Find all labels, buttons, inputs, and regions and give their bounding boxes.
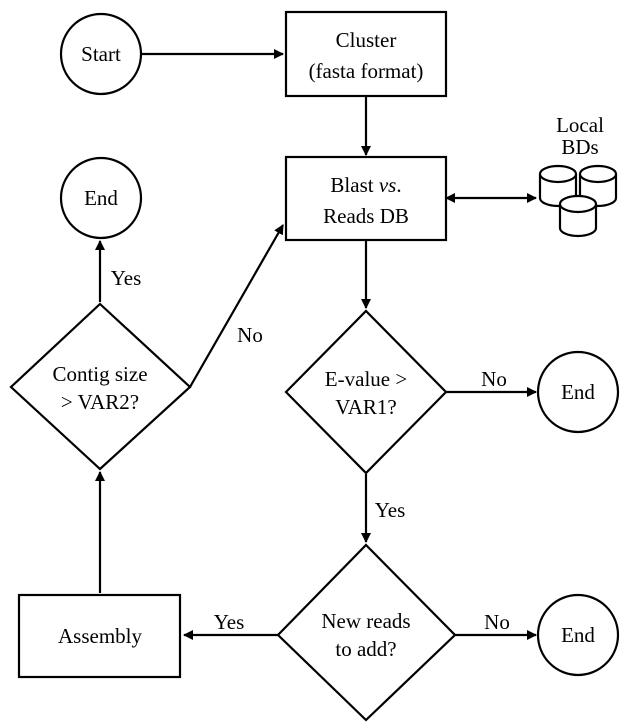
end-node-top: End xyxy=(59,156,143,240)
end-new-reads-label: End xyxy=(561,623,595,647)
evalue-label-line2: VAR1? xyxy=(335,395,396,419)
evalue-label-line1: E-value > xyxy=(325,367,407,391)
cluster-label-line2: (fasta format) xyxy=(309,59,424,83)
end-node-evalue: End xyxy=(536,350,620,434)
start-label: Start xyxy=(81,42,121,66)
assembly-process-node: Assembly xyxy=(17,593,182,679)
edge-contig-no xyxy=(189,224,284,388)
edge-label-contig-yes: Yes xyxy=(111,266,142,290)
blast-label-line2: Reads DB xyxy=(323,204,409,228)
new-reads-label-line1: New reads xyxy=(321,609,410,633)
local-dbs-node: Local BDs xyxy=(538,113,618,238)
edge-label-evalue-no: No xyxy=(481,367,507,391)
cluster-label-line1: Cluster xyxy=(336,28,397,52)
local-dbs-label-line2: BDs xyxy=(561,135,598,159)
start-node: Start xyxy=(59,12,143,96)
end-evalue-label: End xyxy=(561,380,595,404)
edge-label-newreads-yes: Yes xyxy=(214,610,245,634)
local-dbs-label-line1: Local xyxy=(556,113,604,137)
blast-process-node: Blast vs. Reads DB xyxy=(284,155,448,242)
end-top-label: End xyxy=(84,186,118,210)
new-reads-decision-node: New reads to add? xyxy=(276,543,457,722)
new-reads-label-line2: to add? xyxy=(335,637,396,661)
evalue-decision-node: E-value > VAR1? xyxy=(284,309,448,475)
assembly-label: Assembly xyxy=(58,624,143,648)
contig-label-line2: > VAR2? xyxy=(61,390,139,414)
edge-label-evalue-yes: Yes xyxy=(375,498,406,522)
end-node-new-reads: End xyxy=(536,593,620,677)
contig-decision-node: Contig size > VAR2? xyxy=(9,302,192,471)
contig-label-line1: Contig size xyxy=(52,362,147,386)
database-icon-bottom xyxy=(558,194,598,238)
cluster-process-node: Cluster (fasta format) xyxy=(284,10,448,98)
edge-label-newreads-no: No xyxy=(484,610,510,634)
edge-label-contig-no: No xyxy=(237,323,263,347)
blast-label-line1: Blast vs. xyxy=(330,173,401,197)
